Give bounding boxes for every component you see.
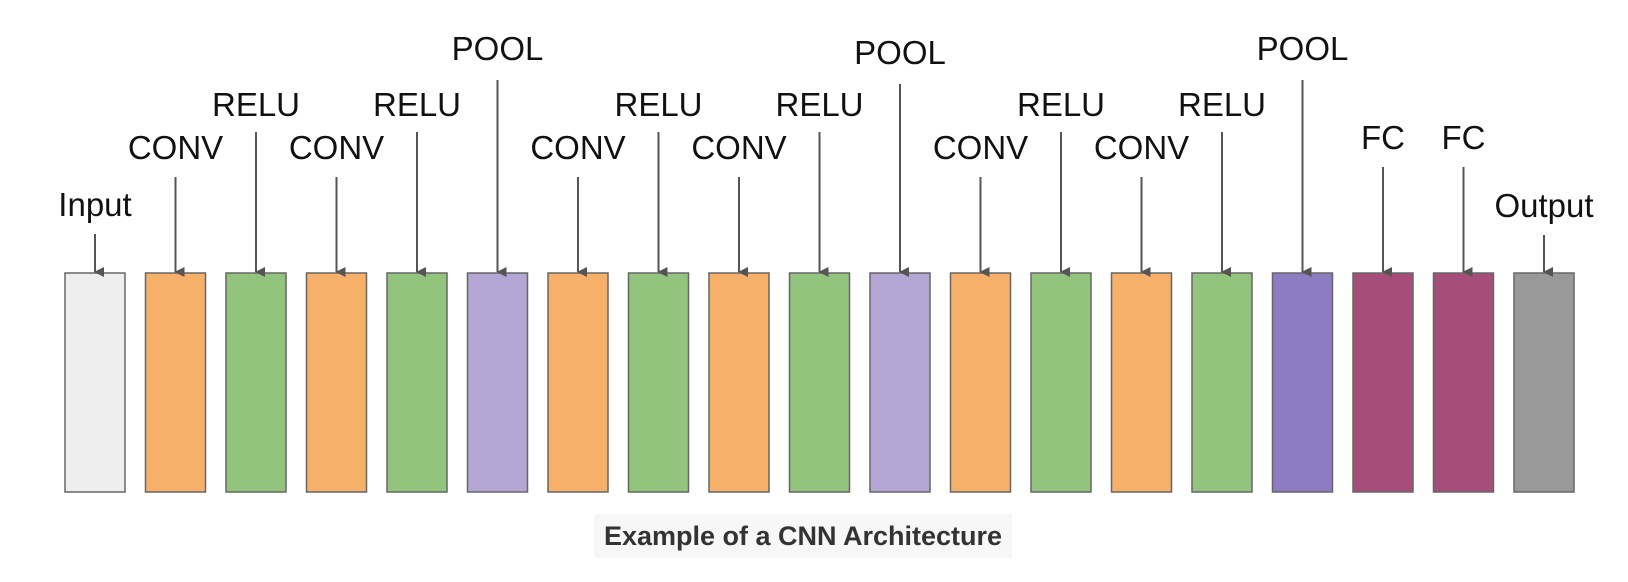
layer-box-relu	[1030, 272, 1092, 493]
caption-background	[594, 514, 1012, 558]
layer-box-fc	[1352, 272, 1414, 493]
layer-label-relu: RELU	[1178, 86, 1266, 123]
layer-box-conv	[1110, 272, 1173, 493]
layer-box-conv	[547, 272, 609, 493]
layer-label-pool: POOL	[854, 34, 946, 71]
layer-label-conv: CONV	[933, 129, 1028, 166]
layer-label-conv: CONV	[289, 129, 384, 166]
layer-box-relu	[386, 272, 448, 493]
layer-label-relu: RELU	[775, 86, 863, 123]
layer-box-input	[64, 272, 126, 493]
layer-box-relu	[627, 272, 690, 493]
layer-box-fc	[1432, 272, 1495, 493]
layer-label-relu: RELU	[1017, 86, 1105, 123]
layers-group: Input CONV RELU CONV RELU POOL CONV RELU CONV REL…	[58, 30, 1594, 493]
layer-label-output: Output	[1494, 187, 1593, 224]
diagram-caption: Example of a CNN Architecture	[603, 521, 1003, 551]
layer-label-pool: POOL	[1257, 30, 1349, 67]
layer-box-pool	[869, 272, 931, 493]
layer-box-relu	[225, 272, 287, 493]
layer-box-relu	[1191, 272, 1253, 493]
layer-label-input: Input	[58, 186, 131, 223]
layer-box-conv	[949, 272, 1012, 493]
layer-box-pool	[1271, 272, 1334, 493]
layer-box-conv	[305, 272, 368, 493]
layer-label-conv: CONV	[530, 129, 625, 166]
layer-box-conv	[708, 272, 770, 493]
layer-label-conv: CONV	[128, 129, 223, 166]
layer-box-relu	[788, 272, 851, 493]
layer-label-relu: RELU	[212, 86, 300, 123]
layer-box-pool	[466, 272, 529, 493]
layer-label-relu: RELU	[373, 86, 461, 123]
layer-label-conv: CONV	[691, 129, 786, 166]
layer-label-fc: FC	[1442, 119, 1486, 156]
layer-label-relu: RELU	[614, 86, 702, 123]
layer-box-output	[1513, 272, 1575, 493]
layer-box-conv	[144, 272, 207, 493]
layer-label-fc: FC	[1361, 119, 1405, 156]
layer-label-conv: CONV	[1094, 129, 1189, 166]
layer-label-pool: POOL	[452, 30, 544, 67]
